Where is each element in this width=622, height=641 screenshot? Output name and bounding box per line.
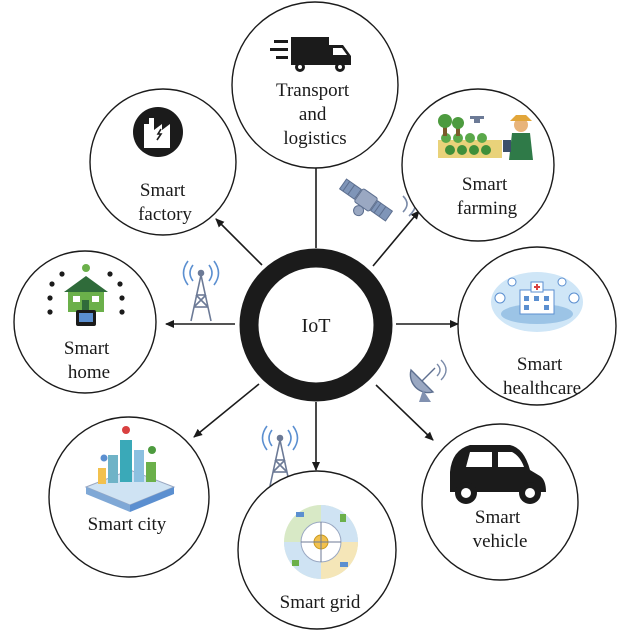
svg-text:Smart healthcare: Smart healthcare [503, 354, 581, 399]
power-grid-icon [284, 505, 358, 579]
node-city: Smart city [48, 416, 210, 578]
arrow-to-vehicle [375, 384, 434, 441]
farming-icon [438, 114, 533, 160]
truck-icon [270, 37, 351, 72]
factory-icon [133, 107, 183, 157]
svg-text:Smart city: Smart city [88, 514, 167, 535]
radio-tower-icon [182, 260, 220, 322]
node-home: Smart home [13, 250, 157, 394]
node-transport: Transport and logistics [231, 1, 399, 169]
svg-text:Smart vehicle: Smart vehicle [473, 507, 528, 552]
svg-text:Smart factory: Smart factory [138, 180, 192, 225]
house-icon [47, 264, 125, 326]
radio-tower-icon-2 [261, 425, 299, 487]
arrow-to-city [193, 383, 260, 438]
node-factory: Smart factory [89, 88, 237, 236]
satellite-dish-icon [409, 359, 447, 402]
iot-hub: IoT [239, 248, 393, 402]
svg-text:Smart farming: Smart farming [457, 174, 518, 219]
hub-label: IoT [302, 315, 331, 337]
hub-ring [239, 248, 393, 402]
satellite-icon [338, 178, 394, 222]
node-healthcare: Smart healthcare [457, 246, 617, 406]
city-icon [84, 426, 176, 512]
arrow-to-factory [215, 218, 263, 266]
node-grid: Smart grid [237, 470, 397, 630]
hospital-icon [491, 272, 583, 332]
node-farming: Smart farming [401, 88, 555, 242]
node-vehicle: Smart vehicle [421, 423, 579, 581]
svg-text:Smart grid: Smart grid [280, 592, 361, 613]
car-icon [450, 445, 546, 504]
svg-text:Transport and logi: Transport and logistics [276, 80, 354, 149]
svg-text:Smart home: Smart home [64, 338, 114, 383]
arrow-to-farming [372, 210, 420, 267]
